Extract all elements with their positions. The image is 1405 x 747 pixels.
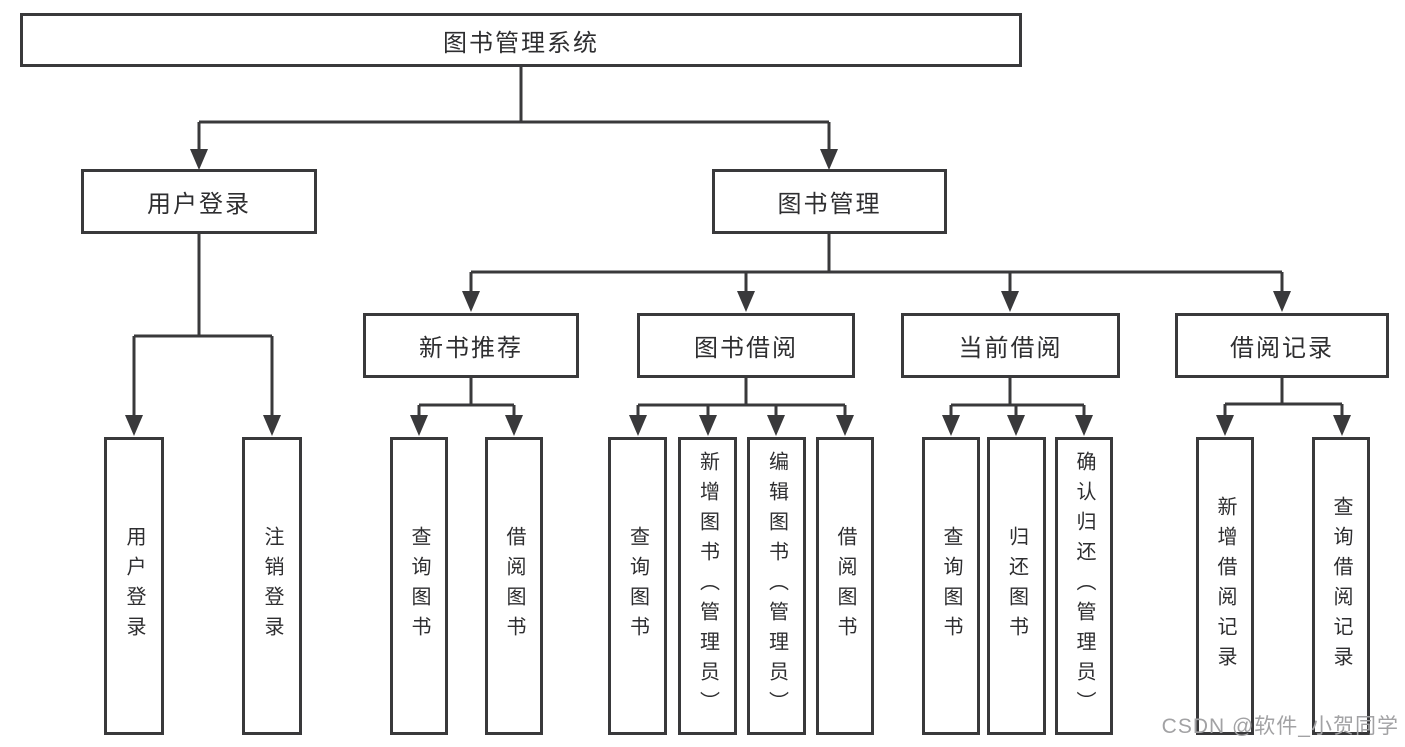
node-label: 编辑图书（管理员） <box>765 451 788 721</box>
node-book-borrowing: 图书借阅 <box>637 313 855 378</box>
node-label: 注销登录 <box>261 526 283 646</box>
node-user-login: 用户登录 <box>81 169 317 234</box>
node-current-borrowing: 当前借阅 <box>901 313 1120 378</box>
node-query-books-recommend: 查询图书 <box>390 437 448 735</box>
node-label: 查询借阅记录 <box>1330 496 1352 676</box>
node-query-books-borrowing: 查询图书 <box>608 437 667 735</box>
node-label: 新增图书（管理员） <box>696 451 719 721</box>
connector-lines <box>132 67 1344 417</box>
node-logout-action: 注销登录 <box>242 437 302 735</box>
node-add-books-admin: 新增图书（管理员） <box>678 437 737 735</box>
node-label: 借阅图书 <box>503 526 525 646</box>
node-label: 用户登录 <box>147 191 251 218</box>
node-label: 借阅记录 <box>1230 335 1334 362</box>
node-query-borrow-record: 查询借阅记录 <box>1312 437 1370 735</box>
node-query-books-current: 查询图书 <box>922 437 980 735</box>
node-label: 归还图书 <box>1005 526 1028 646</box>
node-borrow-books-recommend: 借阅图书 <box>485 437 543 735</box>
node-label: 新书推荐 <box>419 335 523 362</box>
node-user-login-action: 用户登录 <box>104 437 164 735</box>
node-book-management: 图书管理 <box>712 169 947 234</box>
watermark: CSDN @软件_小贺同学 <box>1161 715 1399 738</box>
node-label: 确认归还（管理员） <box>1073 451 1095 721</box>
node-label: 当前借阅 <box>958 335 1063 362</box>
node-label: 查询图书 <box>626 526 649 646</box>
node-label: 用户登录 <box>123 526 145 646</box>
node-borrow-books-action: 借阅图书 <box>816 437 874 735</box>
node-label: 新增借阅记录 <box>1214 496 1236 676</box>
arrowheads <box>125 149 1351 436</box>
node-new-book-recommendation: 新书推荐 <box>363 313 579 378</box>
node-label: 借阅图书 <box>834 526 856 646</box>
node-return-books: 归还图书 <box>987 437 1046 735</box>
node-borrowing-records: 借阅记录 <box>1175 313 1389 378</box>
node-label: 图书管理 <box>777 191 882 218</box>
node-label: 图书管理系统 <box>443 29 599 57</box>
node-confirm-return-admin: 确认归还（管理员） <box>1055 437 1113 735</box>
node-label: 图书借阅 <box>694 335 798 362</box>
node-edit-books-admin: 编辑图书（管理员） <box>747 437 806 735</box>
node-label: 查询图书 <box>408 526 430 646</box>
node-add-borrow-record: 新增借阅记录 <box>1196 437 1254 735</box>
node-label: 查询图书 <box>940 526 962 646</box>
node-library-management-system: 图书管理系统 <box>20 13 1022 67</box>
